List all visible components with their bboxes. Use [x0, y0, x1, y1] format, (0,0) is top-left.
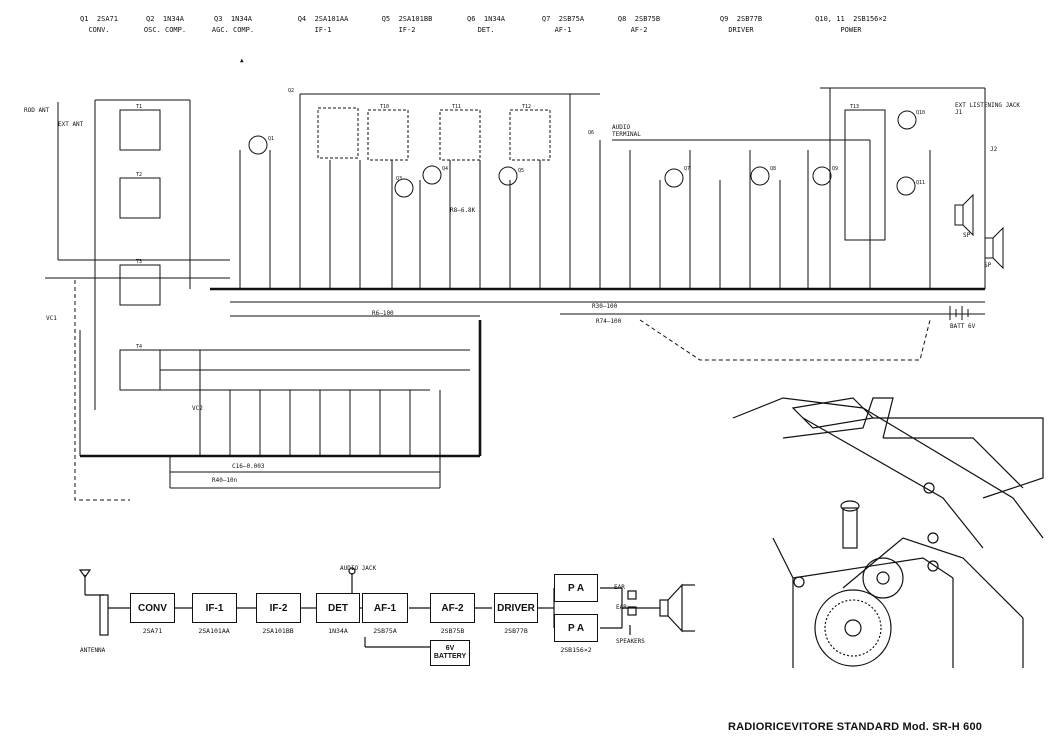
if-1-part: 2SA101AA	[198, 627, 230, 635]
svg-text:T13: T13	[850, 104, 859, 110]
svg-text:Q10: Q10	[916, 110, 925, 116]
driver-part: 2SB77B	[504, 627, 528, 635]
legend-q8: Q8 2SB75B AF-2	[617, 15, 661, 34]
af-2-part: 2SB75B	[440, 627, 465, 635]
legend-q7: Q7 2SB75A AF-1	[541, 15, 585, 34]
block-det: DET	[316, 593, 360, 623]
block-conv: CONV	[130, 593, 175, 623]
svg-text:▲: ▲	[240, 57, 244, 64]
svg-text:Q2: Q2	[288, 88, 294, 94]
legend-q2: Q2 1N34A OSC. COMP.	[143, 15, 187, 34]
conv-part: 2SA71	[142, 627, 163, 635]
audio-jack-label: AUDIO JACK	[340, 565, 377, 572]
block-driver: DRIVER	[494, 593, 538, 623]
svg-text:Q6: Q6	[588, 130, 594, 136]
svg-text:Q8: Q8	[770, 166, 776, 172]
vc2-label: VC2	[192, 405, 203, 412]
ear-label-1: EAR	[614, 584, 625, 591]
svg-text:T2: T2	[136, 172, 142, 178]
vc1-label: VC1	[46, 315, 57, 322]
ext-antenna-label: EXT ANT	[58, 121, 84, 128]
block-if-1: IF-1	[192, 593, 237, 623]
svg-text:T3: T3	[136, 259, 142, 265]
block-diagram-wiring	[78, 567, 695, 648]
svg-text:Q3: Q3	[396, 176, 402, 182]
legend-q4: Q4 2SA101AA IF-1	[297, 15, 349, 34]
block-af-2: AF-2	[430, 593, 475, 623]
ear-label-2: EAR	[616, 604, 627, 611]
det-part: 1N34A	[328, 627, 348, 635]
j2-label: J2	[990, 146, 998, 153]
r40-label: R40—10n	[212, 477, 238, 484]
tuning-mechanism-illustration	[732, 397, 1044, 668]
svg-text:Q9: Q9	[832, 166, 838, 172]
r30-label: R30—100	[592, 303, 618, 310]
antenna-label: ANTENNA	[80, 647, 106, 654]
if-2-part: 2SA101BB	[262, 627, 294, 635]
block-pa-bottom: P A	[554, 614, 598, 642]
legend-q3: Q3 1N34A AGC. COMP.	[211, 15, 255, 34]
r6-label: R6—100	[372, 310, 394, 317]
model-title: RADIORICEVITORE STANDARD Mod. SR-H 600	[728, 721, 983, 733]
legend-q9: Q9 2SB77B DRIVER	[719, 15, 763, 34]
speaker-2-label: SP	[984, 262, 992, 269]
speaker-1-label: SP	[963, 232, 971, 239]
pa-part: 2SB156×2	[560, 646, 592, 654]
legend-q6: Q6 1N34A DET.	[467, 15, 505, 34]
c16-label: C16—0.003	[232, 463, 265, 470]
ext-listening-jack-label: EXT LISTENING JACK J1	[955, 102, 1021, 116]
svg-text:T4: T4	[136, 344, 142, 350]
svg-text:T1: T1	[136, 104, 142, 110]
speakers-label: SPEAKERS	[616, 638, 645, 645]
svg-text:Q5: Q5	[518, 168, 524, 174]
rod-antenna-label: ROD ANT	[24, 107, 50, 114]
audio-terminal-label: AUDIO TERMINAL	[612, 124, 641, 138]
svg-text:T11: T11	[452, 104, 461, 110]
block-if-2: IF-2	[256, 593, 301, 623]
block-af-1: AF-1	[362, 593, 408, 623]
block-battery: 6V BATTERY	[430, 640, 470, 666]
svg-text:T12: T12	[522, 104, 531, 110]
r8-label: R8—6.8K	[450, 207, 476, 214]
svg-text:Q11: Q11	[916, 180, 925, 186]
legend-q10-11: Q10, 11 2SB156×2 POWER	[815, 15, 887, 34]
r74-label: R74—100	[596, 318, 622, 325]
svg-text:Q1: Q1	[268, 136, 274, 142]
svg-text:Q7: Q7	[684, 166, 690, 172]
legend-q1: Q1 2SA71 CONV.	[80, 15, 118, 34]
svg-text:T10: T10	[380, 104, 389, 110]
af-1-part: 2SB75A	[373, 627, 397, 635]
block-pa-top: P A	[554, 574, 598, 602]
battery-label: BATT 6V	[950, 323, 976, 330]
legend-q5: Q5 2SA101BB IF-2	[381, 15, 433, 34]
svg-text:Q4: Q4	[442, 166, 448, 172]
